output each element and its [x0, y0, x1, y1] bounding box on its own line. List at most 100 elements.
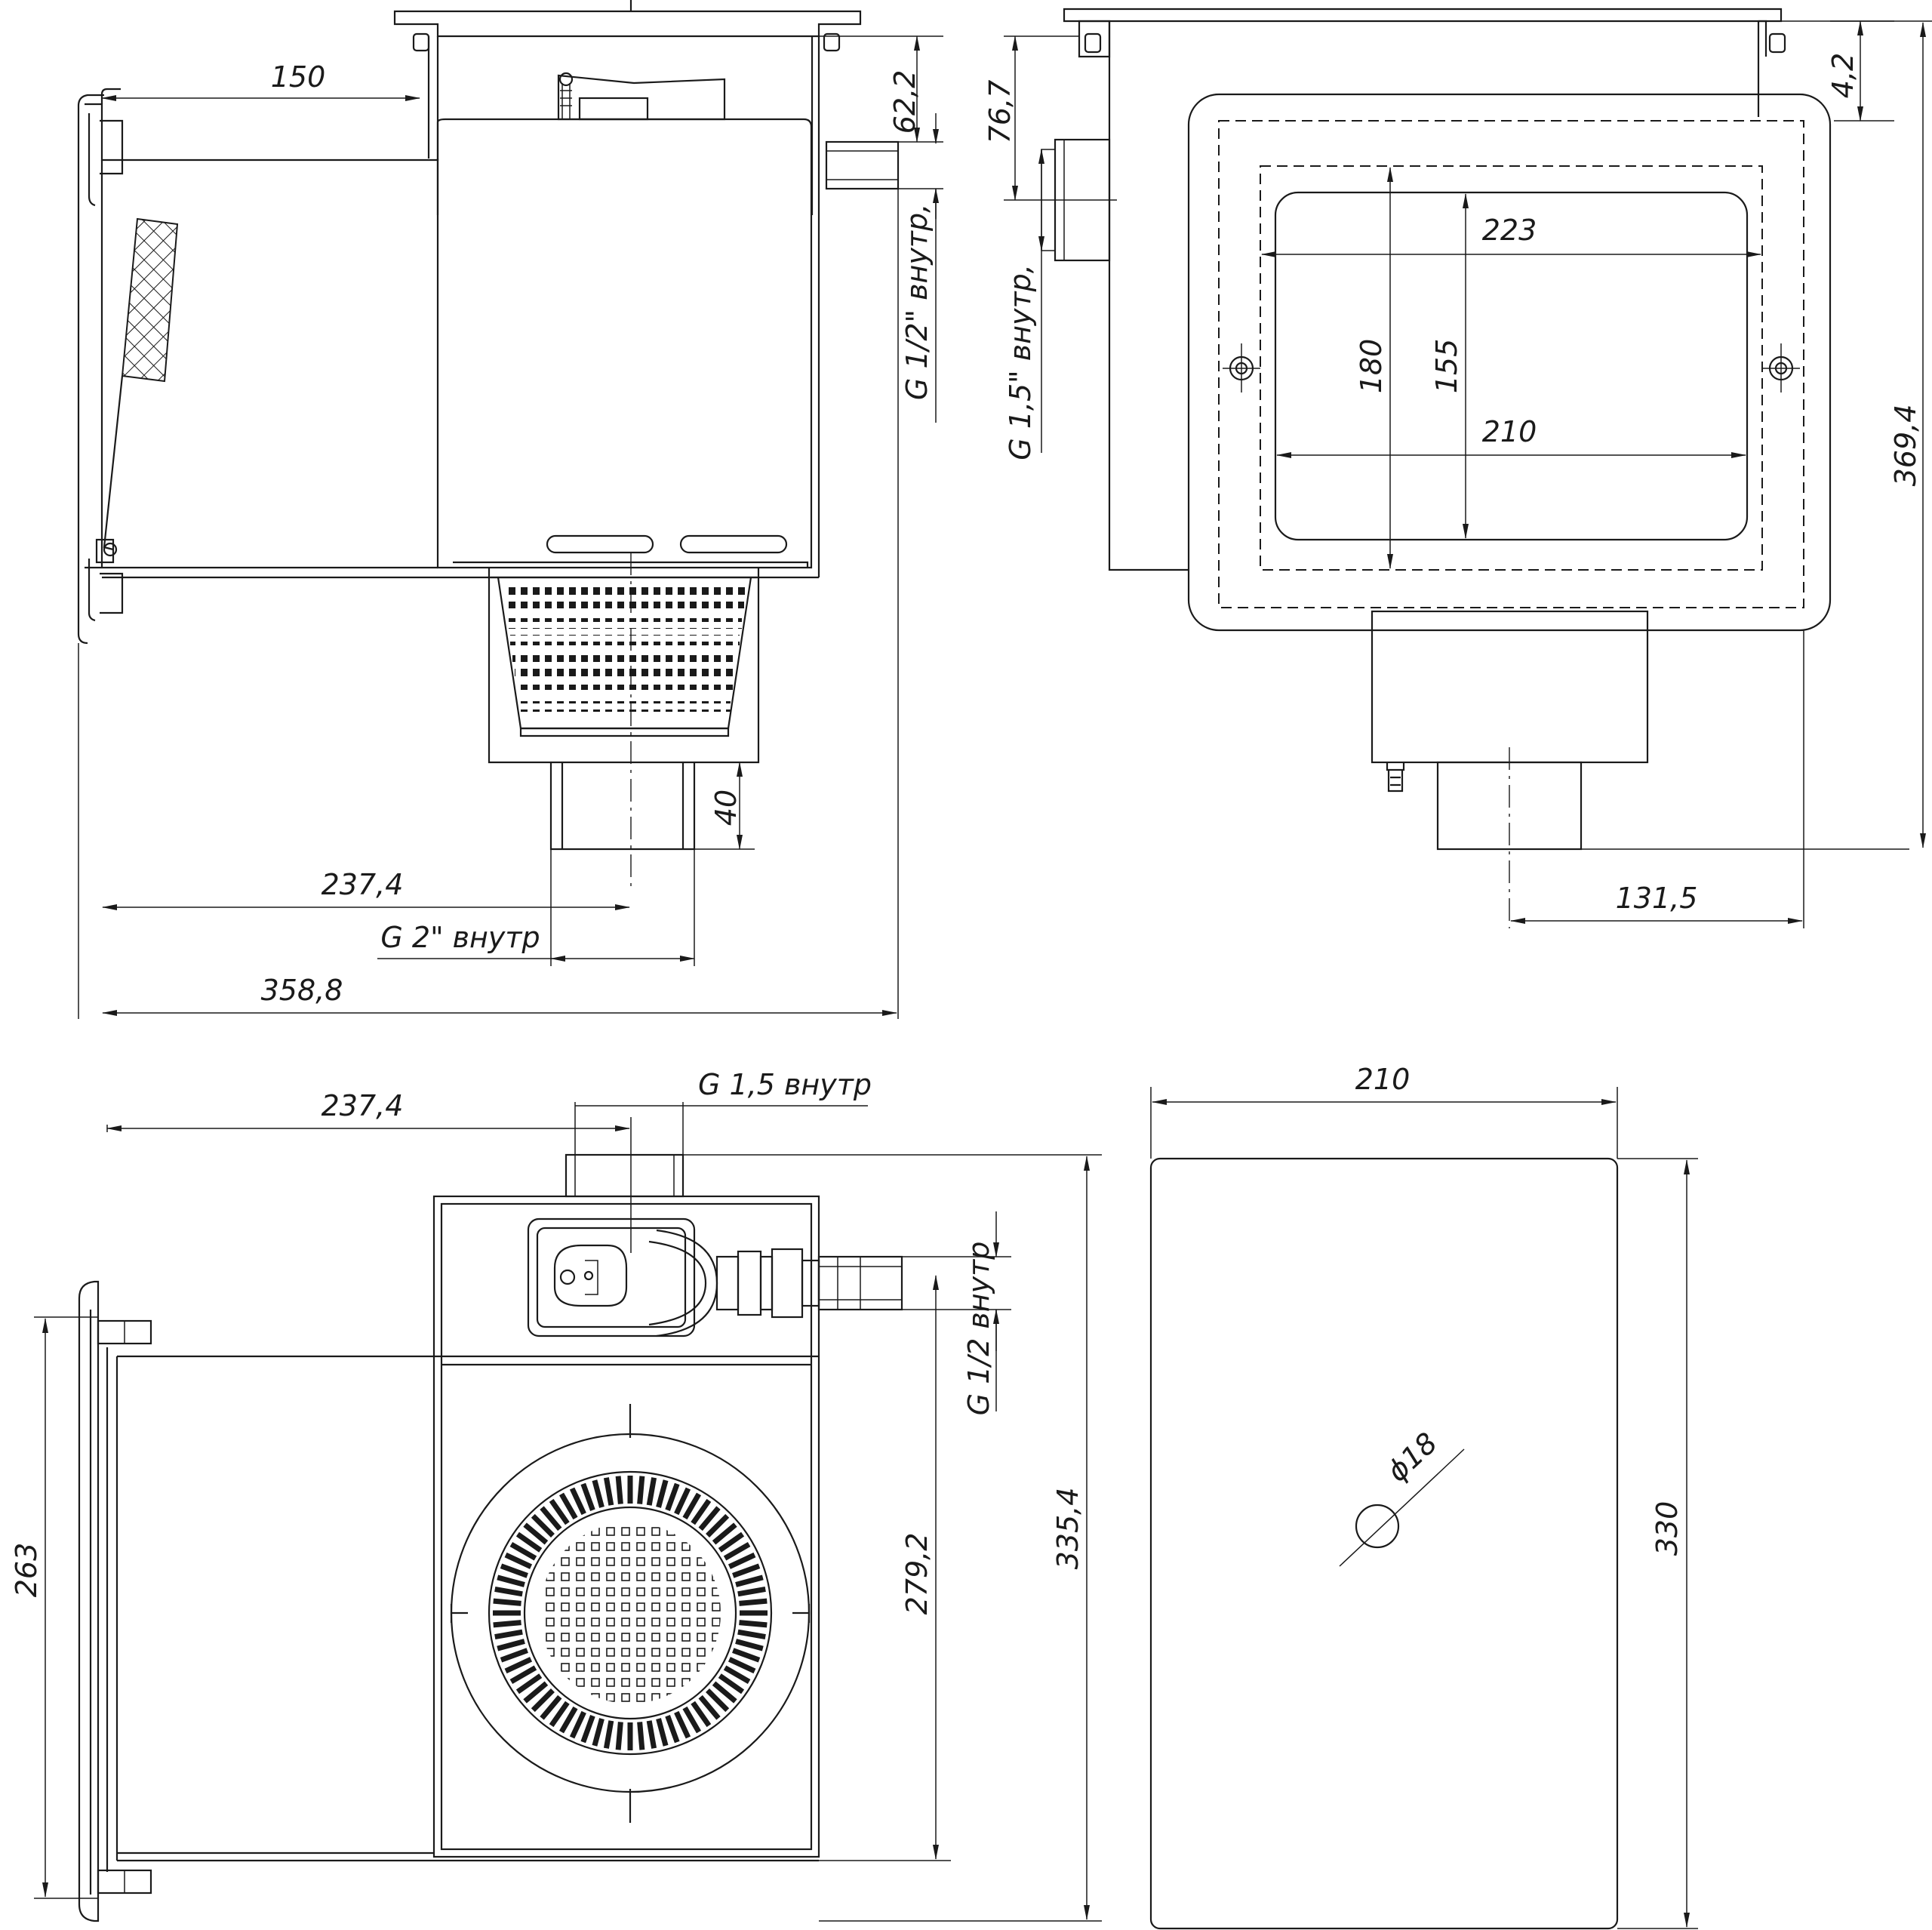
basket-slot	[549, 1498, 570, 1525]
basket-slot	[504, 1657, 533, 1674]
dim-369-4: 369,4	[1889, 405, 1922, 487]
basket-slot	[580, 1482, 595, 1511]
basket-slot	[735, 1574, 764, 1587]
basket-slot	[706, 1513, 730, 1538]
front-dims: 76,7 4,2 G 1,5" внутр, 223 180 155 210 3…	[983, 20, 1932, 928]
basket-slot	[665, 1482, 680, 1511]
screw-right	[1762, 343, 1800, 392]
basket-slot	[723, 1541, 751, 1561]
basket-slot	[737, 1586, 766, 1597]
basket-slot	[646, 1477, 657, 1506]
label-g-half-top: G 1/2 внутр	[962, 1242, 995, 1416]
basket-slot	[500, 1648, 528, 1663]
basket-slot	[718, 1531, 745, 1553]
basket-slot	[674, 1487, 691, 1516]
basket-slot	[500, 1563, 528, 1578]
basket-slot	[531, 1688, 555, 1713]
label-g-half-inch: G 1/2" внутр,	[900, 204, 934, 400]
dim-279-2: 279,2	[900, 1533, 934, 1615]
dim-180: 180	[1355, 339, 1388, 394]
plate-dims: 210 330 ϕ18	[1150, 1063, 1698, 1929]
basket-slot	[637, 1476, 645, 1504]
dim-155: 155	[1430, 339, 1463, 394]
basket-slot	[674, 1710, 691, 1739]
basket-slot	[569, 1710, 586, 1739]
basket-slot	[515, 1531, 543, 1553]
basket-slot	[706, 1688, 730, 1713]
basket-slot	[523, 1681, 549, 1704]
label-g15-top: G 1,5 внутр	[698, 1068, 872, 1101]
basket-ring-slots	[493, 1476, 768, 1750]
basket-slot	[540, 1506, 562, 1531]
basket-slot	[494, 1586, 523, 1597]
basket-slot	[718, 1673, 745, 1695]
basket-slot	[682, 1492, 702, 1520]
dim-4-2: 4,2	[1826, 53, 1860, 98]
basket-slot	[712, 1522, 737, 1545]
top-dims: 237,4 G 1,5 внутр G 1/2 внутр 263 279,2 …	[10, 1068, 1102, 1922]
screw-left	[1223, 343, 1260, 392]
dim-210-front: 210	[1482, 415, 1537, 448]
basket-slot	[515, 1673, 543, 1695]
label-g2-inch: G 2" внутр	[380, 921, 540, 954]
front-view: 76,7 4,2 G 1,5" внутр, 223 180 155 210 3…	[983, 8, 1932, 928]
basket-slot	[580, 1715, 595, 1744]
basket-slot	[732, 1648, 761, 1663]
basket-slot	[728, 1552, 756, 1569]
basket-slot	[592, 1718, 605, 1747]
basket-slot	[682, 1706, 702, 1734]
basket-slot	[723, 1665, 751, 1685]
basket-slot	[592, 1479, 605, 1508]
side-view: 150 62,2 G 1/2" внутр, 40 237,4 G 2" вну…	[77, 0, 943, 1019]
dim-diameter-18: ϕ18	[1380, 1426, 1444, 1488]
basket-slot	[493, 1598, 521, 1606]
dim-210-plate: 210	[1355, 1063, 1411, 1096]
basket-slot	[509, 1665, 537, 1685]
basket-slot	[656, 1479, 669, 1508]
basket-slot	[646, 1720, 657, 1749]
label-g15-inch: G 1,5" внутр,	[1004, 264, 1037, 460]
dim-76-7: 76,7	[983, 80, 1017, 144]
plate-view: 210 330 ϕ18	[1149, 1063, 1698, 1930]
basket-slots	[503, 585, 746, 712]
basket-slot	[509, 1541, 537, 1561]
basket-slot	[728, 1657, 756, 1674]
basket-slot	[540, 1695, 562, 1720]
basket-slot	[494, 1629, 523, 1640]
basket-slot	[735, 1639, 764, 1651]
dim-40: 40	[709, 790, 743, 826]
basket-slot	[739, 1620, 768, 1628]
basket-slot	[603, 1720, 614, 1749]
basket-slot	[497, 1639, 525, 1651]
dim-330: 330	[1651, 1501, 1684, 1556]
basket-slot	[493, 1620, 521, 1628]
basket-slot	[523, 1522, 549, 1545]
basket-slot	[712, 1681, 737, 1704]
basket-slot	[665, 1715, 680, 1744]
basket-slot	[698, 1695, 721, 1720]
basket-slot	[549, 1701, 570, 1728]
basket-slot	[739, 1598, 768, 1606]
basket-slot	[691, 1701, 712, 1728]
dim-263: 263	[10, 1543, 43, 1598]
dim-223: 223	[1482, 214, 1537, 247]
dim-335-4: 335,4	[1051, 1488, 1084, 1570]
basket-slot	[691, 1498, 712, 1525]
basket-slot	[558, 1492, 578, 1520]
basket-slot	[656, 1718, 669, 1747]
basket-slot	[737, 1629, 766, 1640]
basket-slot	[569, 1487, 586, 1516]
dim-237-4: 237,4	[321, 868, 404, 901]
side-dims: 150 62,2 G 1/2" внутр, 40 237,4 G 2" вну…	[78, 35, 943, 1019]
dim-237-4-top: 237,4	[321, 1089, 404, 1122]
basket-slot	[504, 1552, 533, 1569]
dim-358-8: 358,8	[261, 974, 343, 1007]
dim-62-2: 62,2	[888, 70, 921, 134]
basket-slot	[615, 1722, 623, 1750]
dim-131-5: 131,5	[1616, 882, 1698, 915]
basket-slot	[698, 1506, 721, 1531]
basket-slot	[497, 1574, 525, 1587]
basket-slot	[558, 1706, 578, 1734]
top-view: 237,4 G 1,5 внутр G 1/2 внутр 263 279,2 …	[10, 1068, 1102, 1922]
